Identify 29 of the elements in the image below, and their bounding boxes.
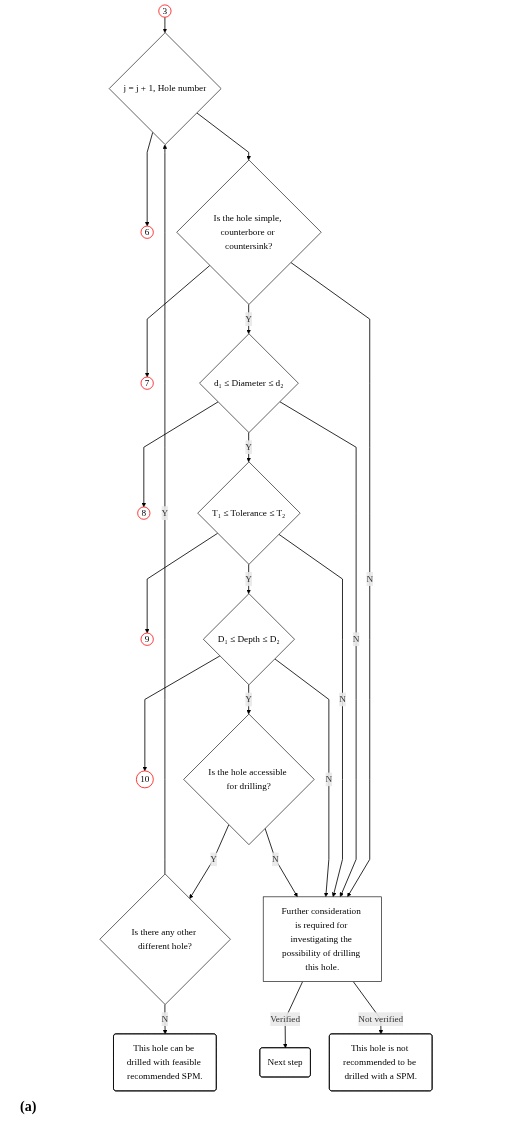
edge-label: Verified: [270, 1013, 301, 1025]
node-circle: 8: [137, 506, 151, 520]
edge-label: N: [366, 573, 374, 584]
node-circle: 9: [140, 632, 154, 646]
edge-label: N: [339, 694, 346, 705]
edge-label: N: [161, 1013, 169, 1025]
node-box: Further consideration is required for investigating the possibility of drilling this hole.: [262, 896, 382, 982]
node-diamond: Is the hole simple, counterbore or countersink?: [176, 159, 322, 305]
node-diamond: T₁ ≤ Tolerance ≤ T₂: [197, 461, 301, 565]
edge-label: Y: [245, 313, 253, 324]
edge-label: N: [325, 773, 333, 785]
node-circle: 10: [136, 770, 154, 789]
node-circle: 7: [140, 376, 154, 390]
edge-label: N: [352, 633, 360, 645]
edge-label: Y: [245, 441, 253, 453]
node-diamond: Is the hole accessible for drilling?: [183, 713, 315, 845]
edge-label: N: [272, 853, 279, 865]
edge-label: Y: [245, 694, 253, 705]
node-diamond: j = j + 1, Hole number: [108, 32, 222, 145]
edge-label: Y: [161, 507, 169, 519]
edge-label: Y: [210, 853, 217, 865]
node-diamond: d₁ ≤ Diameter ≤ d₂: [199, 333, 299, 433]
node-diamond: D₁ ≤ Depth ≤ D₂: [203, 593, 295, 686]
edge-label: Not verified: [358, 1013, 404, 1025]
figure-label: (a): [20, 1099, 37, 1115]
node-circle: 6: [140, 225, 154, 239]
node-circle: 3: [158, 4, 172, 18]
edge-label: Y: [245, 573, 253, 584]
node-diamond: Is there any other different hole?: [99, 873, 231, 1005]
